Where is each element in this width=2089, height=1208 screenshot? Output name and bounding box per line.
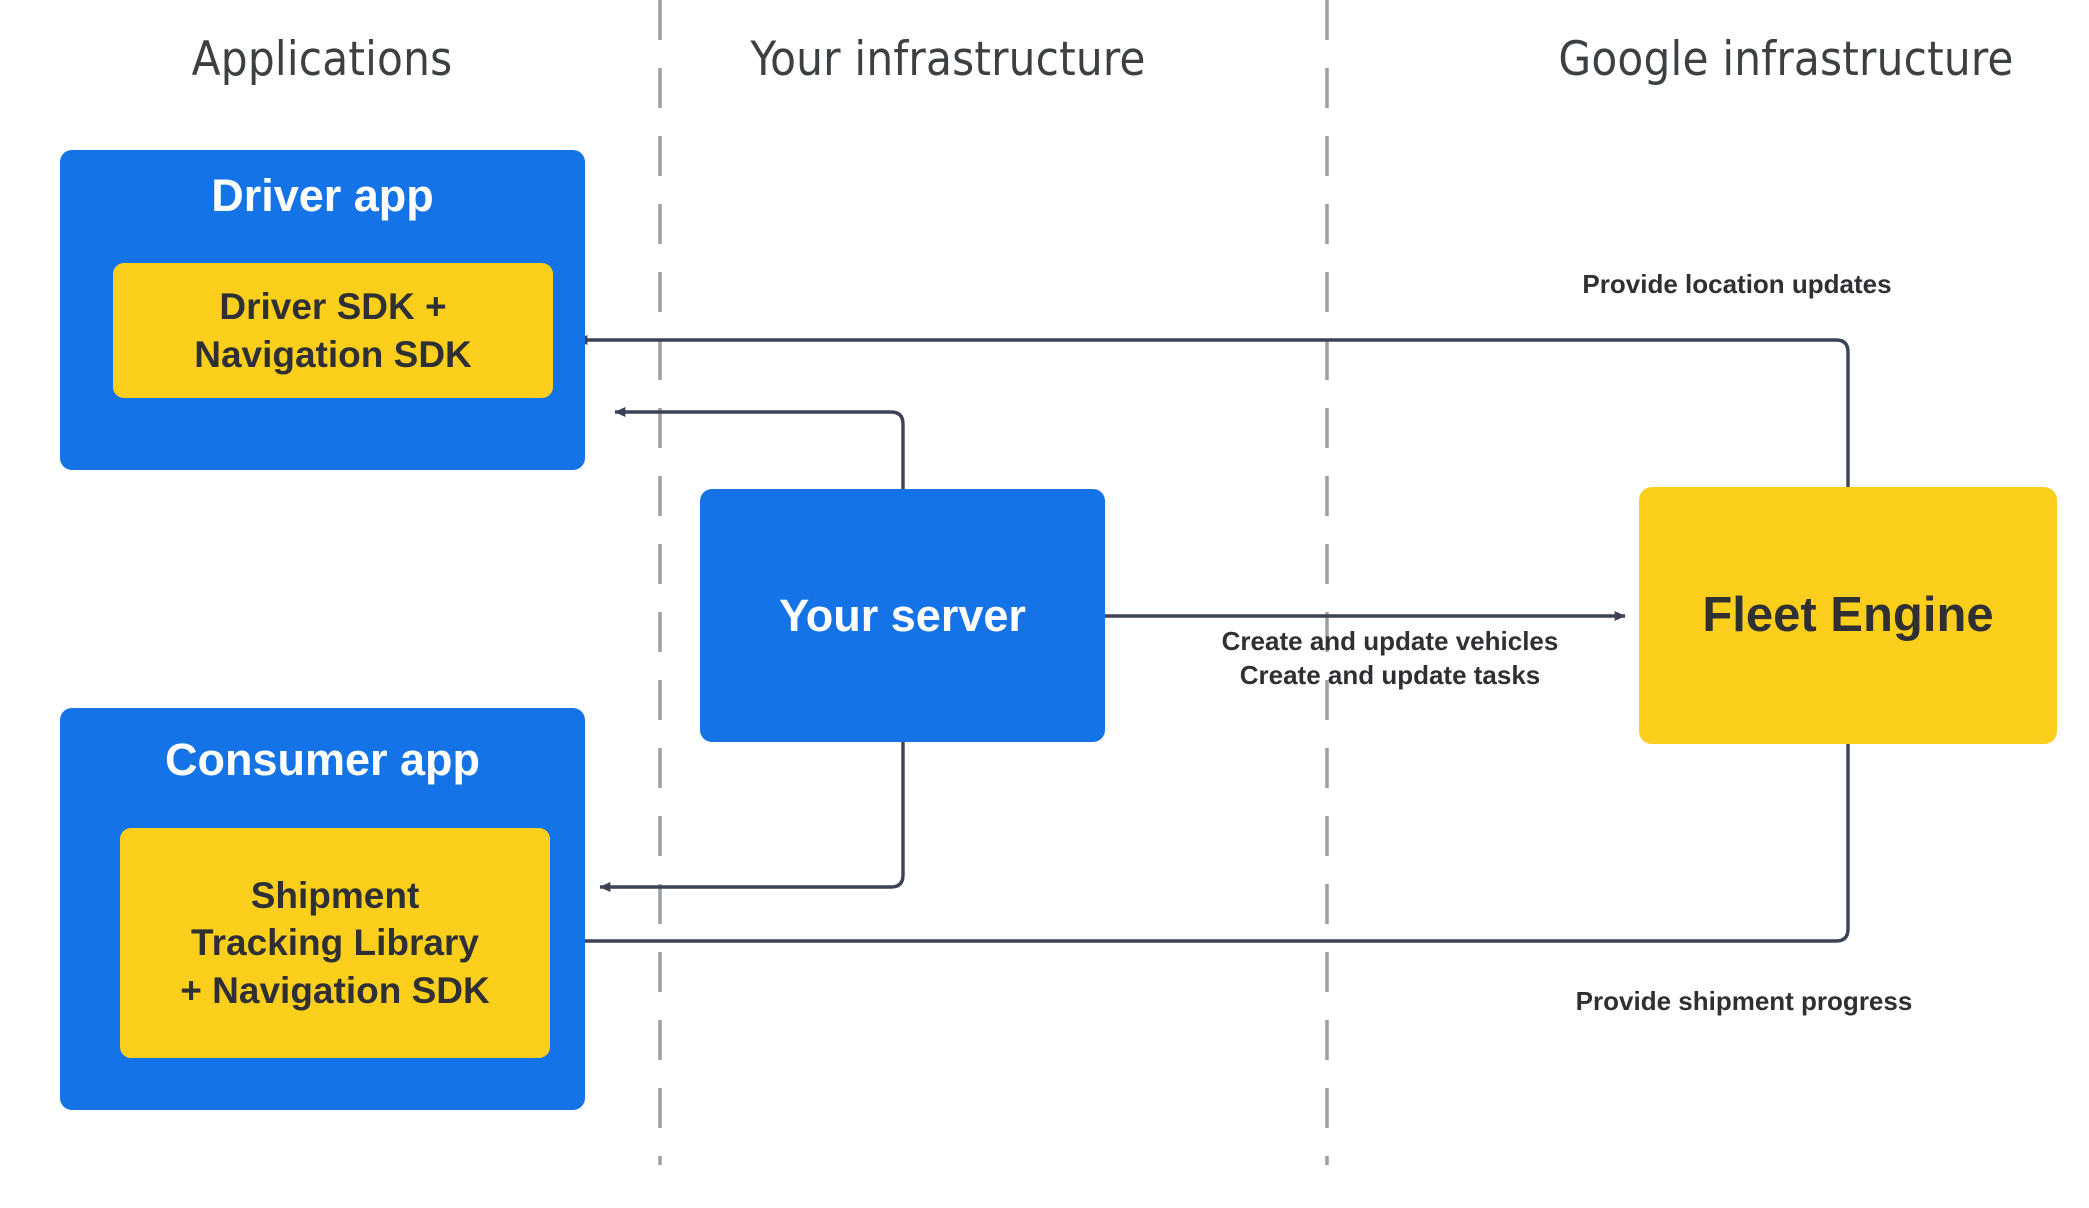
driver-sdk-label: Driver SDK + Navigation SDK bbox=[194, 286, 472, 375]
node-your-server[interactable]: Your server bbox=[700, 489, 1105, 742]
edge-label-provide-location-updates: Provide location updates bbox=[1582, 269, 1892, 299]
consumer-app-title: Consumer app bbox=[164, 734, 481, 785]
fleet-engine-label: Fleet Engine bbox=[1702, 587, 1994, 642]
driver-app-title: Driver app bbox=[211, 170, 434, 221]
edge-provide-shipment-progress bbox=[564, 744, 1850, 946]
your-server-label: Your server bbox=[779, 589, 1026, 641]
node-driver-sdk[interactable]: Driver SDK + Navigation SDK bbox=[113, 263, 553, 398]
edge-label-provide-shipment-progress: Provide shipment progress bbox=[1575, 986, 1913, 1016]
edge-provide-location-updates bbox=[576, 335, 1850, 487]
edge-server-to-driver-app bbox=[614, 407, 905, 489]
shipment-tracking-library-label: Shipment Tracking Library + Navigation S… bbox=[180, 874, 490, 1011]
zone-title-applications: Applications bbox=[191, 32, 453, 87]
edge-label-create-and-update: Create and update vehicles Create and up… bbox=[1221, 626, 1559, 690]
node-shipment-tracking-library[interactable]: Shipment Tracking Library + Navigation S… bbox=[120, 828, 550, 1058]
zone-title-google-infrastructure: Google infrastructure bbox=[1558, 32, 2014, 87]
edge-server-to-consumer-app bbox=[599, 742, 905, 892]
zone-title-your-infrastructure: Your infrastructure bbox=[750, 32, 1146, 87]
node-fleet-engine[interactable]: Fleet Engine bbox=[1639, 487, 2057, 744]
